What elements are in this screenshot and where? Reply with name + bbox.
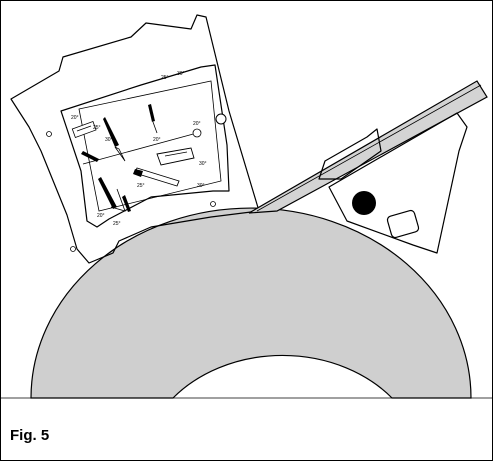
angle-label: 25° <box>93 125 101 131</box>
knife-pictogram <box>103 117 126 162</box>
clamp-handle <box>386 209 420 239</box>
angle-label: 25° <box>161 75 169 81</box>
angle-label: 30° <box>199 161 207 167</box>
angle-setter: 20° 25° 30° 20° 20° 25° 30° 25° 30° 20° … <box>10 14 260 264</box>
gouge-pictogram <box>133 167 180 187</box>
angle-label: 20° <box>71 115 79 121</box>
angle-label: 25° <box>137 183 145 189</box>
figure-caption: Fig. 5 <box>10 427 50 444</box>
angle-label: 25° <box>113 221 121 227</box>
screwdriver-pictogram <box>81 151 99 162</box>
grinding-wheel <box>30 207 472 399</box>
drill-pictogram <box>98 177 131 212</box>
angle-label: 30° <box>177 71 185 77</box>
adjustment-knob <box>352 191 376 215</box>
angle-label: 20° <box>193 121 201 127</box>
angle-label: 30° <box>105 137 113 143</box>
angle-label: 30° <box>197 183 205 189</box>
figure-illustration: 20° 25° 30° 20° 20° 25° 30° 25° 30° 20° … <box>1 14 492 399</box>
support-bar <box>248 80 488 214</box>
plane-iron-pictogram <box>156 147 195 166</box>
scissors-pictogram <box>71 120 97 138</box>
chisel-pictogram <box>148 104 158 134</box>
jig-housing <box>318 112 468 254</box>
setter-hole <box>215 113 227 125</box>
angle-label: 20° <box>153 137 161 143</box>
angle-label: 20° <box>97 213 105 219</box>
